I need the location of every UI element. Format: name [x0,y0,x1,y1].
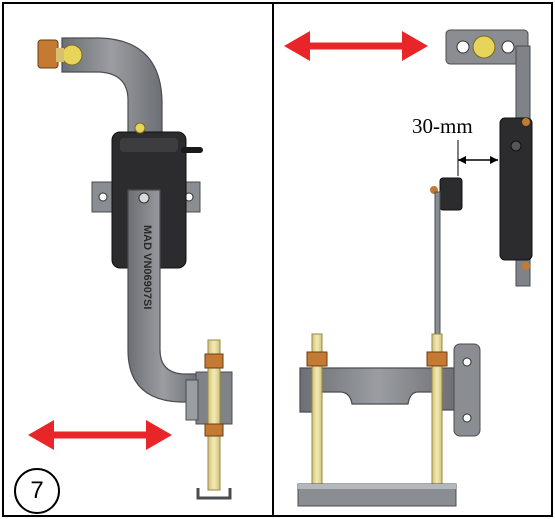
upper-bracket-arm [61,37,163,136]
left-panel: MAD VN06907SI [28,37,233,500]
top-nut [37,39,59,69]
sensor-body-side [499,117,533,261]
lower-bridge-bracket [299,367,457,413]
top-bolt-head [61,44,83,66]
top-l-bracket-bolt [472,35,496,59]
panel-divider [272,2,274,517]
part-number-text: MAD VN06907SI [141,225,153,309]
step-number-badge: 7 [14,468,60,514]
threaded-rod [207,339,221,491]
right-double-arrow [284,31,428,61]
dimension-label: 30-mm [412,114,473,138]
bridge-side-tab [453,343,481,437]
left-double-arrow [28,420,172,450]
linkage-block [439,177,463,211]
right-panel [284,29,533,507]
link-rod [434,191,441,341]
bottom-u-bracket [196,488,232,500]
